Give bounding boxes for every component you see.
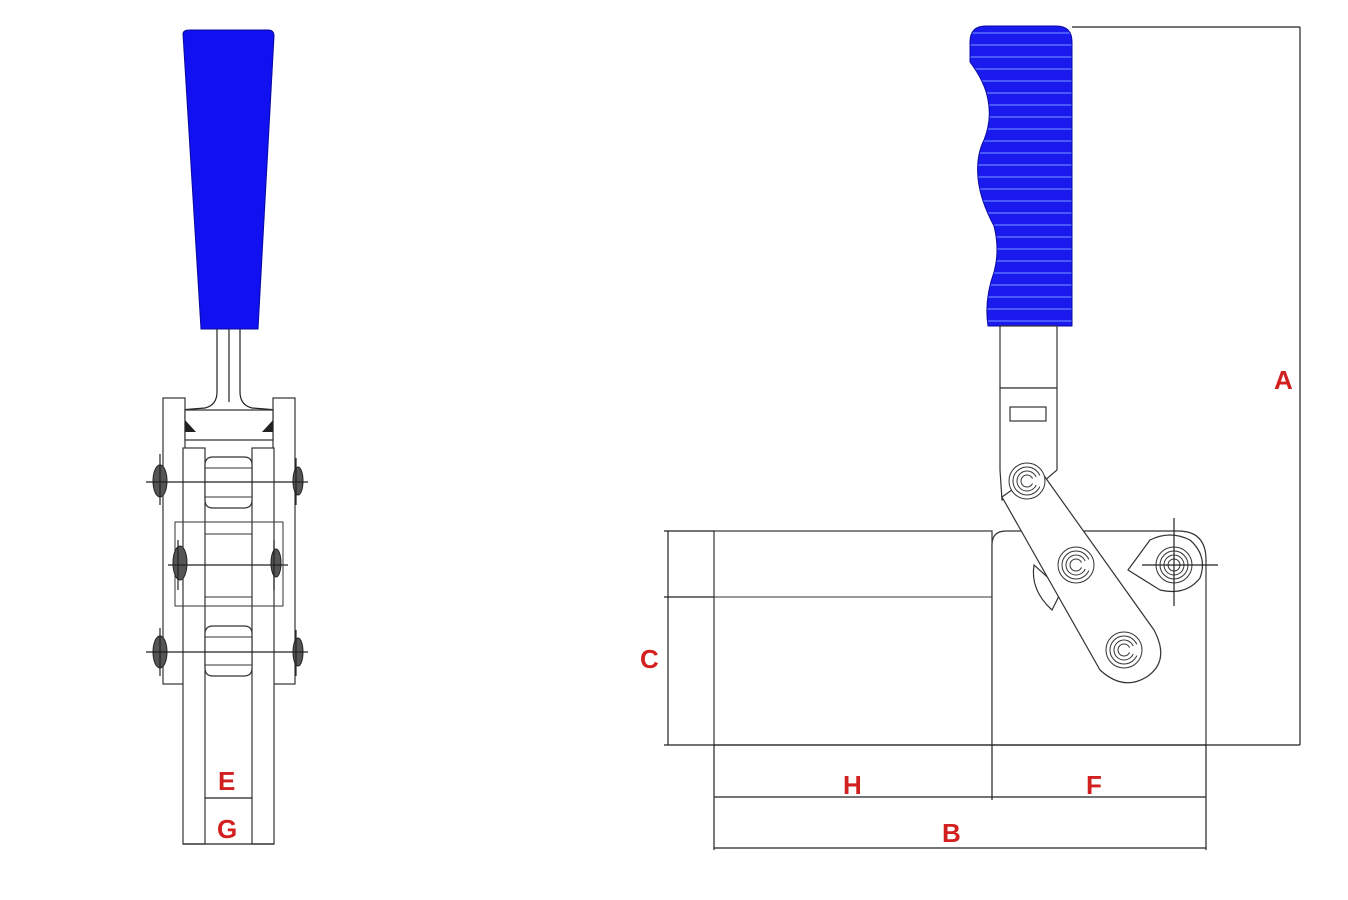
front-bridge-corner-right — [262, 420, 273, 432]
side-lever — [999, 325, 1058, 389]
side-pivot-bolt-1 — [1008, 462, 1046, 500]
side-pivot-bolt-2 — [1057, 546, 1095, 584]
front-bolt-mid-right — [270, 548, 282, 578]
side-base-body — [713, 530, 993, 746]
front-bolt-top-right — [292, 466, 304, 496]
side-handle — [969, 25, 1073, 327]
front-bridge-corner-left — [185, 420, 196, 432]
side-contact-pad — [1032, 563, 1063, 611]
front-lower-roller — [204, 625, 253, 677]
label-h: H — [843, 770, 862, 800]
label-g: G — [217, 814, 237, 844]
front-left-outer-plate — [162, 397, 186, 685]
label-c: C — [640, 644, 659, 674]
front-right-outer-plate — [272, 397, 296, 685]
side-view — [664, 25, 1301, 850]
label-f: F — [1086, 770, 1102, 800]
label-e: E — [218, 766, 235, 796]
front-left-arm — [182, 447, 206, 845]
dimension-labels: A B C E F G H — [217, 365, 1293, 848]
front-handle — [182, 29, 275, 330]
front-bolt-mid-left — [172, 545, 188, 581]
front-right-arm — [251, 447, 275, 845]
front-bridge — [184, 409, 274, 441]
side-pivot-bolt-3 — [1105, 631, 1143, 669]
label-b: B — [942, 818, 961, 848]
front-shank — [179, 329, 278, 411]
label-a: A — [1274, 365, 1293, 395]
front-view — [146, 29, 308, 845]
side-lever-slot — [1009, 406, 1047, 422]
